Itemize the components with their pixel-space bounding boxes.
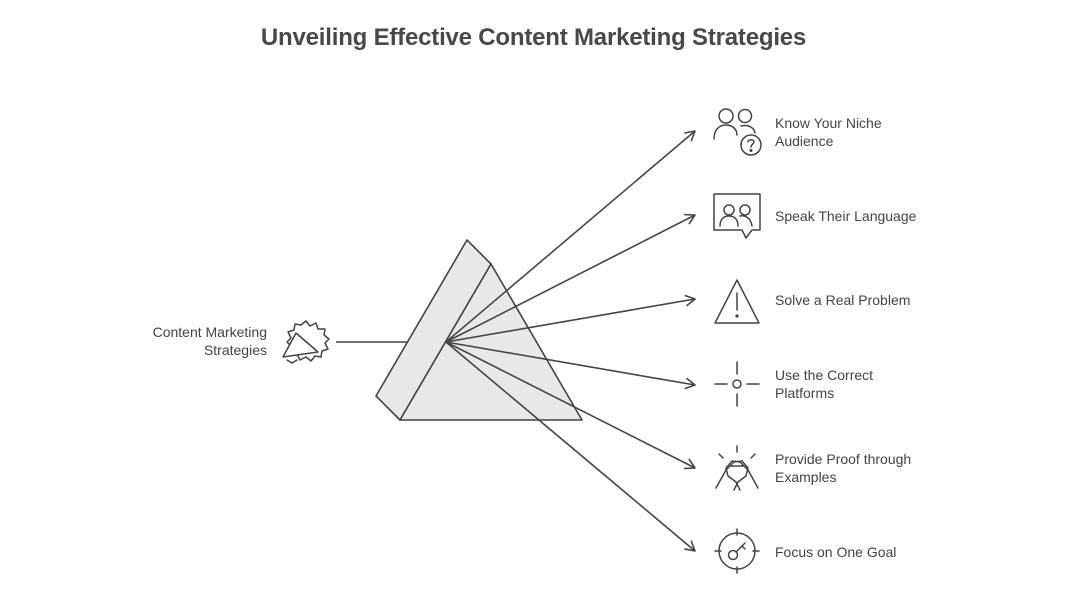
ray-problem — [445, 294, 696, 343]
ray-audience — [445, 130, 696, 343]
output-label-line2: Examples — [775, 469, 837, 485]
output-label-line1: Speak Their Language — [775, 208, 917, 224]
target-key-icon — [714, 528, 760, 574]
output-label-audience: Know Your Niche Audience — [775, 114, 975, 150]
output-label-line1: Know Your Niche — [775, 115, 882, 131]
handshake-icon — [715, 445, 759, 491]
megaphone-icon — [282, 320, 330, 364]
output-label-line2: Platforms — [775, 385, 835, 401]
ray-platforms — [445, 341, 696, 390]
ray-proof — [445, 341, 696, 470]
output-label-language: Speak Their Language — [775, 207, 975, 225]
output-label-line1: Focus on One Goal — [775, 544, 897, 560]
output-label-problem: Solve a Real Problem — [775, 291, 975, 309]
output-label-line2: Audience — [775, 133, 834, 149]
warning-icon — [714, 279, 760, 324]
ray-language — [445, 213, 696, 343]
prism — [375, 239, 583, 421]
source-label-line1: Content Marketing — [152, 324, 267, 340]
output-label-proof: Provide Proof through Examples — [775, 450, 975, 486]
crosshair-icon — [714, 361, 760, 407]
source-label-line2: Strategies — [203, 342, 267, 358]
outgoing-rays — [445, 130, 696, 552]
output-label-line1: Provide Proof through — [775, 451, 912, 467]
source-label: Content Marketing Strategies — [107, 323, 267, 359]
diagram-title: Unveiling Effective Content Marketing St… — [260, 24, 807, 51]
output-label-platforms: Use the Correct Platforms — [775, 366, 975, 402]
output-label-goal: Focus on One Goal — [775, 543, 975, 561]
audience-question-icon — [713, 108, 762, 156]
output-label-line1: Use the Correct — [775, 367, 874, 383]
chat-people-icon — [713, 193, 761, 239]
ray-goal — [445, 341, 696, 552]
output-label-line1: Solve a Real Problem — [775, 292, 911, 308]
